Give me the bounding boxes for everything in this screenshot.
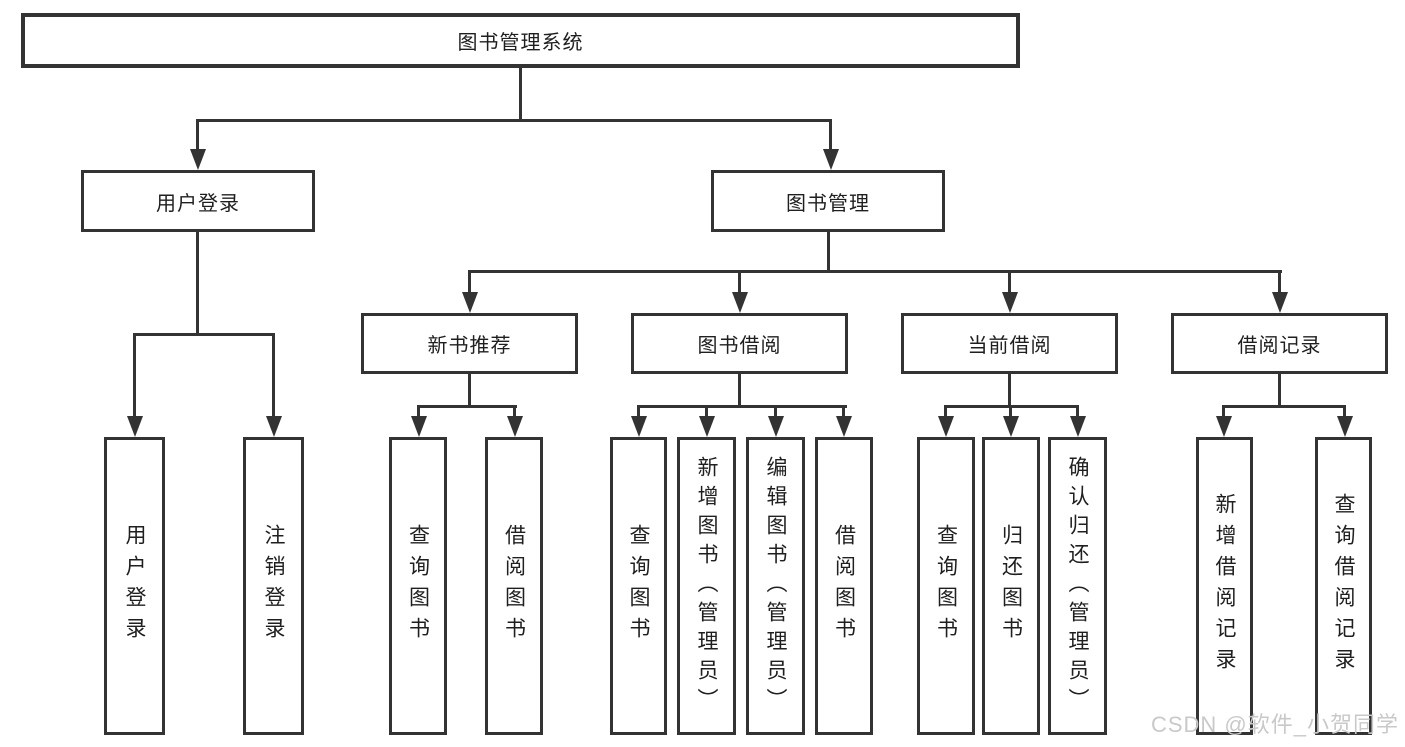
connector-arrow — [506, 405, 523, 437]
node-book-borrowing: 图书借阅 — [631, 313, 848, 374]
leaf-query-borrow-record: 查询借阅记录 — [1315, 437, 1372, 735]
connector-arrow — [822, 119, 839, 170]
connector-line — [133, 333, 275, 336]
leaf-query-books-recommend: 查询图书 — [389, 437, 447, 735]
connector-arrow — [1001, 270, 1018, 313]
node-label: 新增借阅记录 — [1213, 493, 1236, 679]
connector-arrow — [1336, 405, 1353, 437]
node-label: 注销登录 — [262, 524, 285, 648]
node-label: 借阅图书 — [832, 524, 856, 648]
node-label: 图书管理系统 — [457, 32, 584, 54]
node-new-book-recommend: 新书推荐 — [361, 313, 578, 374]
connector-arrow — [410, 405, 427, 437]
connector-arrow — [731, 270, 748, 313]
leaf-logout: 注销登录 — [243, 437, 304, 735]
connector-line — [468, 270, 1282, 273]
node-label: 借阅记录 — [1237, 335, 1322, 357]
node-current-borrowing: 当前借阅 — [901, 313, 1118, 374]
connector-line — [196, 230, 199, 336]
node-book-management-system: 图书管理系统 — [21, 13, 1020, 68]
node-label: 查询借阅记录 — [1332, 493, 1355, 679]
connector-arrow — [698, 405, 715, 437]
connector-line — [1222, 405, 1346, 408]
connector-line — [196, 119, 832, 122]
node-label: 用户登录 — [123, 524, 146, 648]
node-label: 当前借阅 — [967, 335, 1052, 357]
connector-line — [1008, 372, 1011, 408]
node-book-management: 图书管理 — [711, 170, 945, 232]
node-label: 归还图书 — [999, 524, 1023, 648]
connector-line — [1278, 372, 1281, 408]
connector-arrow — [630, 405, 647, 437]
leaf-borrow-books: 借阅图书 — [815, 437, 873, 735]
node-user-login: 用户登录 — [81, 170, 315, 232]
leaf-add-borrow-record: 新增借阅记录 — [1196, 437, 1253, 735]
connector-line — [468, 372, 471, 408]
connector-arrow — [1271, 270, 1288, 313]
connector-arrow — [265, 333, 282, 437]
node-label: 确认归还（管理员） — [1066, 455, 1089, 717]
connector-arrow — [1069, 405, 1086, 437]
leaf-query-books-current: 查询图书 — [917, 437, 975, 735]
connector-line — [827, 230, 830, 273]
node-label: 借阅图书 — [502, 524, 526, 648]
leaf-query-books-borrow: 查询图书 — [610, 437, 667, 735]
connector-arrow — [189, 119, 206, 170]
connector-line — [519, 66, 522, 120]
node-label: 查询图书 — [627, 524, 650, 648]
connector-arrow — [1002, 405, 1019, 437]
connector-line — [417, 405, 517, 408]
node-label: 编辑图书（管理员） — [764, 455, 787, 717]
node-label: 图书管理 — [786, 192, 870, 215]
leaf-return-books: 归还图书 — [982, 437, 1040, 735]
node-label: 用户登录 — [156, 192, 240, 215]
node-label: 查询图书 — [934, 524, 958, 648]
leaf-edit-books-admin: 编辑图书（管理员） — [746, 437, 805, 735]
node-label: 查询图书 — [406, 524, 430, 648]
connector-line — [738, 372, 741, 408]
node-label: 新书推荐 — [427, 335, 512, 357]
connector-arrow — [461, 270, 478, 313]
leaf-borrow-books-recommend: 借阅图书 — [485, 437, 543, 735]
node-borrowing-records: 借阅记录 — [1171, 313, 1388, 374]
leaf-add-books-admin: 新增图书（管理员） — [677, 437, 736, 735]
connector-arrow — [1215, 405, 1232, 437]
connector-arrow — [835, 405, 852, 437]
leaf-user-login: 用户登录 — [104, 437, 165, 735]
csdn-watermark: CSDN @软件_小贺同学 — [1150, 712, 1399, 737]
connector-arrow — [767, 405, 784, 437]
connector-line — [637, 405, 847, 408]
node-label: 图书借阅 — [697, 335, 782, 357]
node-label: 新增图书（管理员） — [695, 455, 718, 717]
connector-arrow — [937, 405, 954, 437]
leaf-confirm-return-admin: 确认归还（管理员） — [1048, 437, 1107, 735]
connector-arrow — [126, 333, 143, 437]
